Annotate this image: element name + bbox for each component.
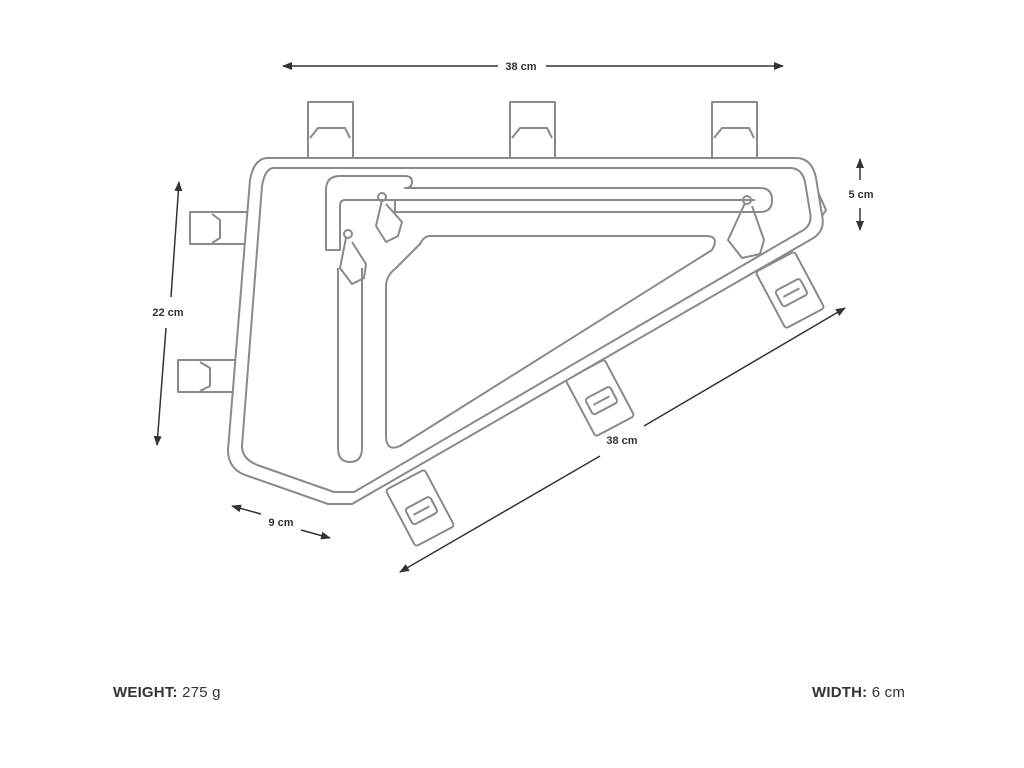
- width-value: 6 cm: [871, 684, 906, 701]
- dimension-rear-width-label: 9 cm: [268, 517, 293, 529]
- dimension-top: 38 cm: [282, 61, 784, 73]
- width-spec: WIDTH: 6 cm: [812, 684, 905, 701]
- zipper-pull-left: [375, 192, 403, 243]
- seat-strap-1: [189, 211, 251, 245]
- top-strap-3: [711, 101, 758, 161]
- dimension-top-label: 38 cm: [505, 61, 536, 73]
- width-label: WIDTH:: [812, 684, 868, 701]
- down-strap-1: [385, 469, 455, 547]
- dimension-front-depth: 5 cm: [848, 158, 874, 231]
- bag-inner-outline: [241, 167, 812, 493]
- weight-label: WEIGHT:: [113, 684, 178, 701]
- dimension-bottom-label: 38 cm: [606, 435, 637, 447]
- down-strap-3: [755, 251, 825, 329]
- zipper-pull-side: [339, 229, 367, 285]
- weight-value: 275 g: [182, 684, 221, 701]
- dimension-front-depth-label: 5 cm: [848, 189, 873, 201]
- main-zipper: [325, 175, 773, 251]
- frame-bag-illustration: [177, 101, 827, 547]
- weight-spec: WEIGHT: 275 g: [113, 684, 221, 701]
- top-strap-2: [509, 101, 556, 161]
- top-strap-1: [307, 101, 354, 161]
- zipper-pull-right: [727, 195, 765, 259]
- down-strap-2: [565, 359, 635, 437]
- dimension-bottom: 38 cm: [399, 307, 846, 573]
- dimension-rear-width: 9 cm: [231, 504, 331, 540]
- side-zipper-channel: [337, 268, 363, 463]
- dimension-height: 22 cm: [152, 181, 184, 446]
- inner-pocket: [385, 235, 716, 449]
- seat-strap-2: [177, 359, 237, 393]
- dimension-height-label: 22 cm: [152, 307, 183, 319]
- bag-outer-shell: [227, 157, 824, 505]
